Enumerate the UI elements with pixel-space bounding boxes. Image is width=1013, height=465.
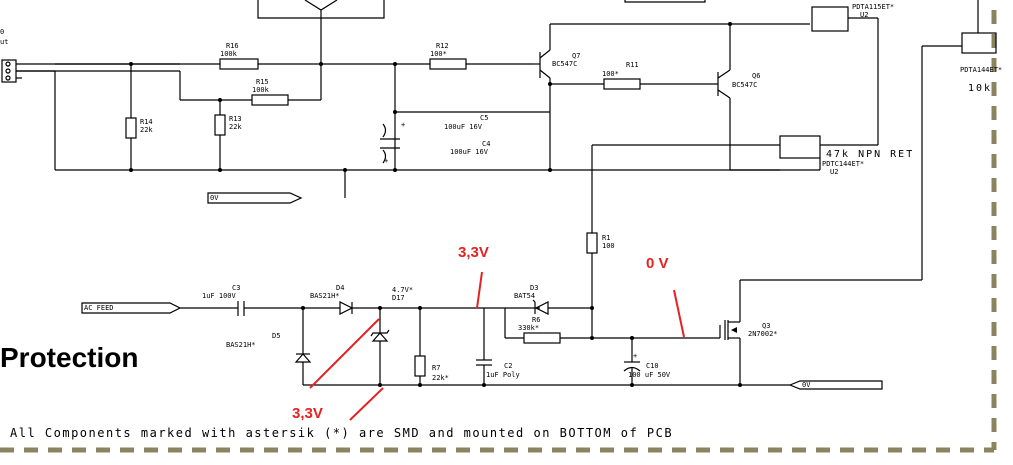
label-r7: R7 <box>432 364 440 372</box>
label-r13: R13 <box>229 115 242 123</box>
label-r6-value: 330k* <box>518 324 539 332</box>
net-0v-lower-label: 0V <box>802 381 811 389</box>
label-npn-ret: 47k NPN RET <box>826 149 914 160</box>
net-flag-0v-upper <box>207 170 346 204</box>
label-c3: C3 <box>232 284 240 292</box>
transistor-q6 <box>717 22 732 170</box>
label-r14: R14 <box>140 118 153 126</box>
label-c2: C2 <box>504 362 512 370</box>
label-u2a: PDTA115ET* <box>852 3 894 11</box>
label-r12: R12 <box>436 42 449 50</box>
upper-resistor-network <box>16 10 780 172</box>
label-d4-value: BAS21H* <box>310 292 340 300</box>
label-r16: R16 <box>226 42 239 50</box>
label-d17-value: 4.7V* <box>392 286 413 294</box>
label-q6: Q6 <box>752 72 760 80</box>
label-c5: C5 <box>480 114 488 122</box>
label-r16-value: 100k <box>220 50 238 58</box>
label-c10: C10 <box>646 362 659 370</box>
label-r7-value: 22k* <box>432 374 449 382</box>
pcb-border <box>0 10 997 453</box>
label-r12-value: 100* <box>430 50 447 58</box>
label-d5: D5 <box>272 332 280 340</box>
connector: 0 ut <box>0 28 180 83</box>
label-r14-value: 22k <box>140 126 153 134</box>
label-d17: D17 <box>392 294 405 302</box>
label-u-right: PDTA144ET* <box>960 66 1002 74</box>
connector-label-2: ut <box>0 38 8 46</box>
u2-pdta115 <box>811 6 879 146</box>
annotation-0v: 0 V <box>646 255 669 272</box>
svg-text:+: + <box>633 352 637 360</box>
label-r6: R6 <box>532 316 540 324</box>
net-ac-feed-label: AC FEED <box>84 304 114 312</box>
label-u2b: PDTC144ET* <box>822 160 864 168</box>
net-0v-upper-label: 0V <box>210 194 219 202</box>
section-title: Protection <box>0 342 138 373</box>
label-c10-value: 100 uF 50V <box>628 371 671 379</box>
label-r1-value: 100 <box>602 242 615 250</box>
label-r11-value: 100* <box>602 70 619 78</box>
label-r15-value: 100k <box>252 86 270 94</box>
label-d5-value: BAS21H* <box>226 341 256 349</box>
u2-pdtc144 <box>592 135 821 171</box>
label-u2a-ref: U2 <box>860 11 868 19</box>
label-r13-value: 22k <box>229 123 242 131</box>
label-u2b-ref: U2 <box>830 168 838 176</box>
label-r15: R15 <box>256 78 269 86</box>
connector-label-1: 0 <box>0 28 4 36</box>
label-c4-value: 100uF 16V <box>450 148 489 156</box>
footer-note: All Components marked with astersik (*) … <box>10 426 673 440</box>
lower-protection-circuit: + <box>81 280 883 390</box>
svg-text:+: + <box>384 157 388 165</box>
label-c2-value: 1uF Poly <box>486 371 520 379</box>
label-d4: D4 <box>336 284 344 292</box>
transistor-q7 <box>533 23 810 172</box>
label-c3-value: 1uF 100V <box>202 292 237 300</box>
label-d3: D3 <box>530 284 538 292</box>
label-q7: Q7 <box>572 52 580 60</box>
label-d3-value: BAT54 <box>514 292 535 300</box>
top-block <box>257 0 706 19</box>
label-c4: C4 <box>482 140 490 148</box>
annotations: 3,3V 0 V 3,3V <box>292 244 685 422</box>
capacitor-c5-c4: + + <box>343 110 550 172</box>
component-labels: R16 100k R12 100* R15 100k R14 22k R13 2… <box>140 3 1002 382</box>
resistor-r1 <box>586 145 598 338</box>
u-right-block <box>740 0 997 281</box>
label-r1: R1 <box>602 234 610 242</box>
annotation-3v3-bottom: 3,3V <box>292 405 323 422</box>
svg-text:+: + <box>401 121 405 129</box>
label-q6-value: BC547C <box>732 81 757 89</box>
label-r11: R11 <box>626 61 639 69</box>
annotation-3v3-top: 3,3V <box>458 244 489 261</box>
label-r-right: 10k <box>968 83 992 94</box>
label-q3: Q3 <box>762 322 770 330</box>
label-q7-value: BC547C <box>552 60 577 68</box>
label-c5-value: 100uF 16V <box>444 123 483 131</box>
label-q3-value: 2N7002* <box>748 330 778 338</box>
